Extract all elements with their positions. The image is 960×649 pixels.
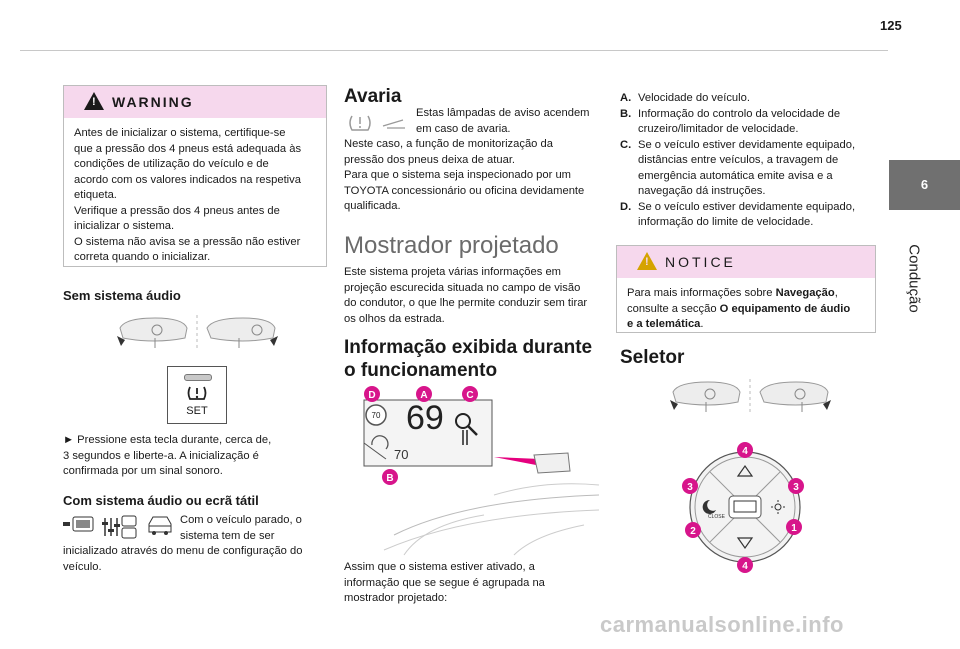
chapter-tab[interactable]: 6: [889, 160, 960, 210]
up-arrow-icon: [736, 464, 754, 477]
brightness-icon: [774, 503, 782, 511]
com-audio-inline: Com o veículo parado, o sistema tem de s…: [180, 514, 302, 542]
down-arrow-icon: [736, 537, 754, 550]
chapter-title: Condução: [905, 244, 923, 313]
header-rule: [20, 50, 888, 51]
notice-header: NOTICE: [617, 246, 875, 278]
warning-text: Antes de inicializar o sistema, certifiq…: [74, 127, 302, 263]
notice-title: NOTICE: [665, 254, 736, 270]
svg-text:1: 1: [791, 523, 797, 534]
steering-wheel-controls-illustration: [117, 315, 278, 350]
warning-header: WARNING: [64, 86, 326, 118]
seletor-heading: Seletor: [620, 347, 685, 368]
warning-icon: [84, 92, 104, 110]
svg-text:B: B: [386, 473, 393, 484]
svg-text:4: 4: [742, 446, 748, 457]
night-mode-icon: [702, 499, 716, 514]
legend-item-d: D.Se o veículo estiver devidamente equip…: [620, 200, 856, 229]
watermark: carmanualsonline.info: [600, 612, 844, 637]
avaria-heading: Avaria: [344, 86, 402, 107]
legend-item-c: C.Se o veículo estiver devidamente equip…: [620, 138, 856, 198]
cruise-control-icon: [371, 435, 389, 450]
speed-limit-value: 70: [372, 411, 381, 420]
notice-text: Para mais informações sobre Navegação, c…: [627, 287, 851, 330]
set-button-illustration: SET: [167, 366, 227, 424]
svg-text:2: 2: [690, 526, 696, 537]
com-audio-text: inicializado através do menu de configur…: [63, 545, 303, 573]
mostrador-text: Este sistema projeta várias informações …: [344, 266, 588, 325]
tire-pressure-icon: [187, 386, 207, 400]
set-label: SET: [186, 405, 208, 417]
steering-wheel-selector-illustration: [670, 379, 831, 414]
selector-dial-illustration: CLOSE 1 2 3 3 4 4: [682, 442, 804, 573]
vehicle-speed: 69: [406, 399, 444, 437]
informacao-caption: Assim que o sistema estiver ativado, a i…: [344, 561, 545, 604]
page-number: 125: [880, 18, 902, 33]
mostrador-heading: Mostrador projetado: [344, 232, 559, 259]
svg-text:D: D: [368, 390, 375, 401]
head-up-display-illustration: 70 69 70 D A C B: [363, 386, 600, 556]
notice-box: NOTICE Para mais informações sobre Naveg…: [616, 245, 876, 333]
legend-item-a: A.Velocidade do veículo.: [620, 92, 750, 104]
svg-text:C: C: [466, 390, 473, 401]
tire-pressure-warning-lamps: [349, 115, 405, 131]
legend-item-b: B.Informação do controlo da velocidade d…: [620, 107, 841, 136]
avaria-inline: Estas lâmpadas de aviso acendem em caso …: [416, 107, 590, 135]
informacao-heading: Informação exibida durante o funcionamen…: [344, 337, 593, 381]
svg-text:3: 3: [793, 482, 799, 493]
notice-icon: [637, 252, 657, 270]
hud-legend: A.Velocidade do veículo. B.Informação do…: [620, 91, 880, 231]
svg-text:A: A: [420, 390, 427, 401]
warning-title: WARNING: [112, 94, 194, 110]
set-speed-value: 70: [394, 447, 408, 462]
svg-text:4: 4: [742, 561, 748, 572]
com-audio-heading: Com sistema áudio ou ecrã tátil: [63, 493, 259, 508]
speed-limit-sign: [365, 404, 387, 426]
sem-audio-heading: Sem sistema áudio: [63, 288, 181, 303]
audio-settings-icons: [63, 515, 172, 539]
warning-box: WARNING Antes de inicializar o sistema, …: [63, 85, 327, 267]
svg-text:CLOSE: CLOSE: [708, 514, 726, 520]
avaria-text: Neste caso, a função de monitorização da…: [344, 138, 585, 212]
sem-audio-instructions: ► Pressione esta tecla durante, cerca de…: [63, 434, 272, 477]
svg-text:3: 3: [687, 482, 693, 493]
